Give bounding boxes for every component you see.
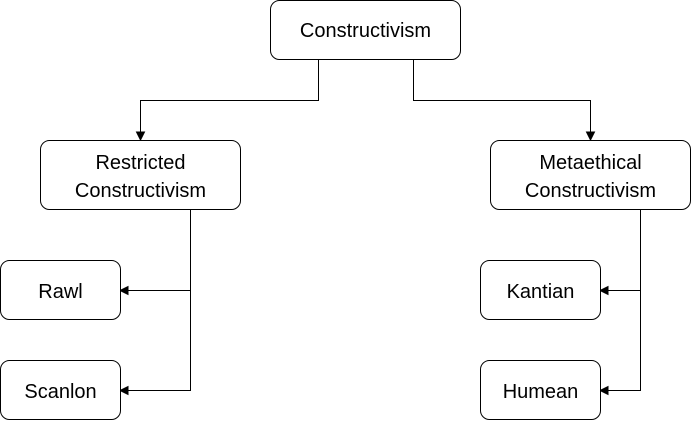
node-constructivism: Constructivism bbox=[270, 0, 461, 60]
node-restricted-constructivism: Restricted Constructivism bbox=[40, 140, 241, 210]
arrowhead bbox=[135, 131, 146, 142]
connector-root-to-metaethical bbox=[413, 60, 596, 142]
arrowhead bbox=[598, 285, 609, 296]
node-box bbox=[490, 140, 691, 210]
connector-restricted-to-rawl bbox=[118, 210, 191, 296]
connector-restricted-to-scanlon bbox=[118, 290, 191, 396]
node-scanlon: Scanlon bbox=[0, 360, 121, 420]
node-label: Kantian bbox=[507, 281, 575, 303]
node-kantian: Kantian bbox=[480, 260, 601, 320]
connector-metaethical-to-kantian bbox=[598, 210, 641, 296]
arrowhead bbox=[598, 385, 609, 396]
node-rawl: Rawl bbox=[0, 260, 121, 320]
node-box bbox=[480, 360, 601, 420]
arrowhead bbox=[118, 385, 129, 396]
arrowhead bbox=[118, 285, 129, 296]
node-label: Constructivism bbox=[300, 20, 431, 42]
node-box bbox=[0, 260, 121, 320]
connector-metaethical-to-humean bbox=[598, 290, 641, 396]
node-box bbox=[0, 360, 121, 420]
connector-root-to-restricted bbox=[135, 60, 319, 142]
node-label: Scanlon bbox=[24, 381, 96, 403]
node-box bbox=[40, 140, 241, 210]
node-humean: Humean bbox=[480, 360, 601, 420]
node-metaethical-constructivism: Metaethical Constructivism bbox=[490, 140, 691, 210]
node-label-line-1: Restricted bbox=[95, 152, 185, 174]
node-label-line-1: Metaethical bbox=[539, 152, 641, 174]
node-box bbox=[270, 0, 461, 60]
node-label: Humean bbox=[503, 381, 579, 403]
node-box bbox=[480, 260, 601, 320]
node-label-line-2: Constructivism bbox=[525, 180, 656, 202]
arrowhead bbox=[585, 131, 596, 142]
node-label: Rawl bbox=[38, 281, 82, 303]
node-label-line-2: Constructivism bbox=[75, 180, 206, 202]
